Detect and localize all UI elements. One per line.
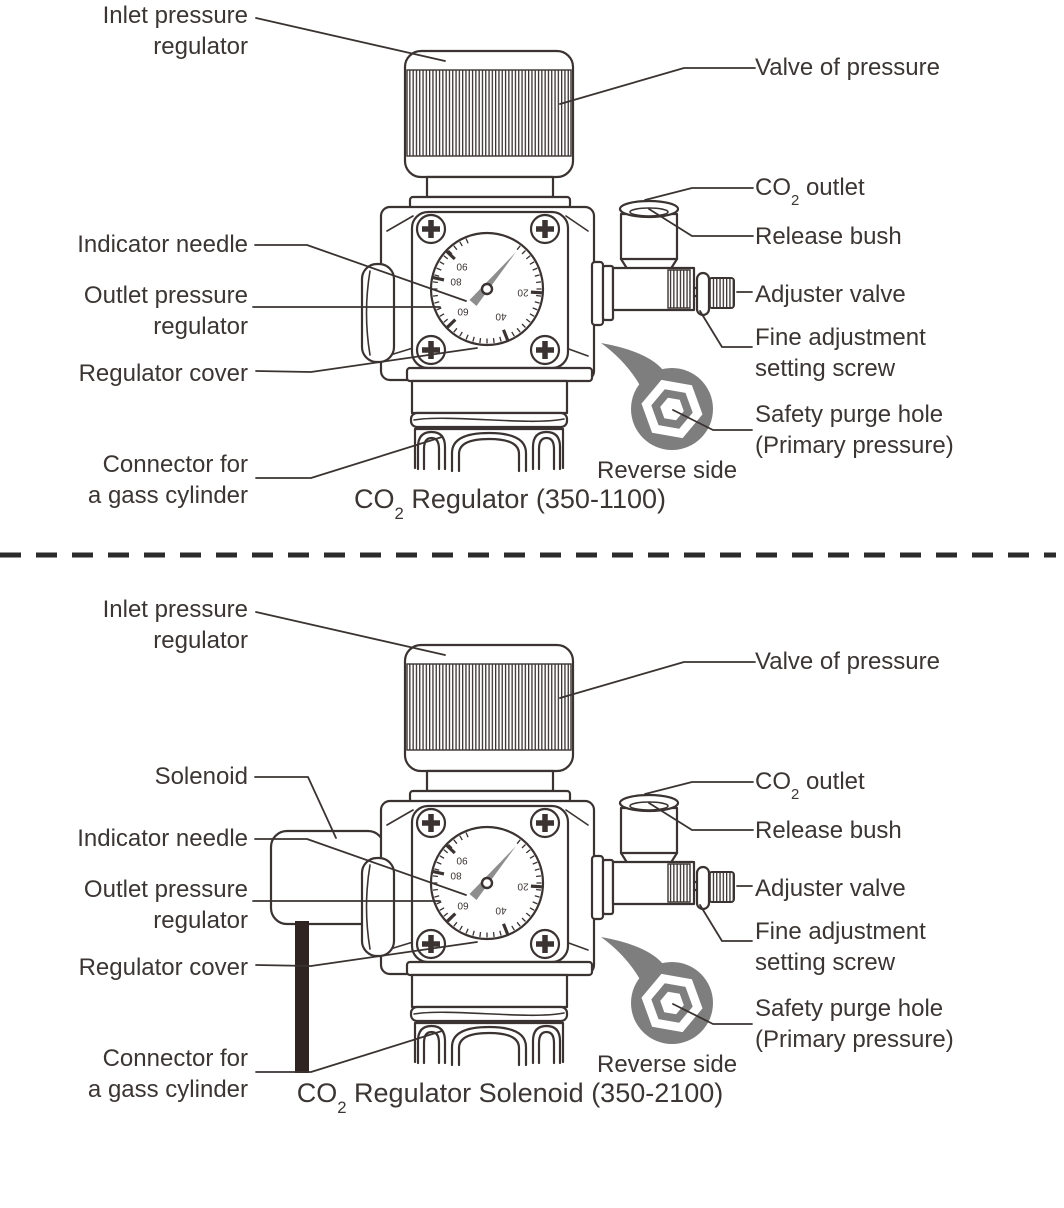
label-release-bush: Release bush bbox=[755, 817, 902, 844]
dial-label: 20 bbox=[517, 881, 529, 892]
label-connector-gas-cylinder: Connector for a gass cylinder bbox=[0, 449, 248, 511]
label-line: regulator bbox=[153, 907, 248, 934]
label-indicator-needle: Indicator needle bbox=[77, 231, 248, 258]
co2-rest: outlet bbox=[799, 174, 865, 201]
dial-label: 20 bbox=[517, 287, 529, 298]
dial-label: 90 bbox=[456, 855, 468, 866]
label-outlet-pressure-regulator: Outlet pressure regulator bbox=[0, 874, 248, 936]
regulator-top-device bbox=[253, 18, 755, 478]
label-line: regulator bbox=[153, 313, 248, 340]
label-line: Safety purge hole bbox=[755, 401, 944, 428]
label-line: regulator bbox=[153, 627, 248, 654]
label-adjuster-valve: Adjuster valve bbox=[755, 875, 906, 902]
label-line: (Primary pressure) bbox=[755, 432, 954, 459]
solenoid-cable bbox=[295, 921, 309, 1073]
label-adjuster-valve: Adjuster valve bbox=[755, 281, 906, 308]
label-line: Fine adjustment bbox=[755, 918, 926, 945]
co2-subscript: 2 bbox=[791, 786, 800, 803]
label-line: regulator bbox=[153, 33, 248, 60]
label-line: Connector for bbox=[102, 1045, 248, 1072]
label-line: Outlet pressure bbox=[83, 282, 248, 309]
diagram-title-bottom: CO2 Regulator Solenoid (350-2100) bbox=[254, 1078, 766, 1115]
label-connector-gas-cylinder: Connector for a gass cylinder bbox=[0, 1043, 248, 1105]
label-line: Inlet pressure bbox=[102, 596, 248, 623]
diagram-title-top: CO2 Regulator (350-1100) bbox=[254, 484, 766, 521]
label-line: Connector for bbox=[102, 451, 248, 478]
label-co2-outlet: CO2 outlet bbox=[755, 172, 865, 208]
label-line: a gass cylinder bbox=[87, 1076, 248, 1103]
label-inlet-pressure-regulator: Inlet pressure regulator bbox=[0, 0, 248, 62]
label-line: Safety purge hole bbox=[755, 995, 944, 1022]
label-line: Inlet pressure bbox=[102, 2, 248, 29]
title-subscript: 2 bbox=[337, 1097, 347, 1117]
label-inlet-pressure-regulator: Inlet pressure regulator bbox=[0, 594, 248, 656]
title-base: CO bbox=[354, 484, 395, 514]
label-indicator-needle: Indicator needle bbox=[77, 825, 248, 852]
co2-subscript: 2 bbox=[791, 192, 800, 209]
dial-label: 60 bbox=[457, 900, 469, 911]
gauge-dial-labels-top: 90 80 60 40 20 bbox=[450, 261, 529, 322]
label-line: setting screw bbox=[755, 355, 896, 382]
label-safety-purge-hole: Safety purge hole (Primary pressure) bbox=[755, 399, 954, 461]
co2-base: CO bbox=[755, 768, 791, 795]
leader-solenoid bbox=[254, 776, 337, 839]
title-base: CO bbox=[296, 1078, 338, 1108]
label-line: setting screw bbox=[755, 949, 896, 976]
gauge-dial-labels-bottom: 90 80 60 40 20 bbox=[450, 855, 529, 916]
label-line: (Primary pressure) bbox=[755, 1026, 954, 1053]
dial-label: 40 bbox=[495, 905, 507, 916]
label-outlet-pressure-regulator: Outlet pressure regulator bbox=[0, 280, 248, 342]
label-co2-outlet: CO2 outlet bbox=[755, 766, 865, 802]
label-reverse-side: Reverse side bbox=[597, 457, 738, 484]
label-line: Outlet pressure bbox=[83, 876, 248, 903]
co2-base: CO bbox=[755, 174, 791, 201]
label-reverse-side: Reverse side bbox=[597, 1051, 738, 1078]
label-fine-adjustment: Fine adjustment setting screw bbox=[755, 322, 926, 384]
label-fine-adjustment: Fine adjustment setting screw bbox=[755, 916, 926, 978]
label-solenoid: Solenoid bbox=[154, 763, 248, 790]
dial-label: 80 bbox=[450, 870, 462, 881]
co2-rest: outlet bbox=[799, 768, 865, 795]
title-rest: Regulator Solenoid (350-2100) bbox=[346, 1078, 724, 1108]
label-regulator-cover: Regulator cover bbox=[78, 954, 248, 981]
label-valve-of-pressure: Valve of pressure bbox=[755, 54, 940, 81]
label-release-bush: Release bush bbox=[755, 223, 902, 250]
dial-label: 80 bbox=[450, 276, 462, 287]
dial-label: 40 bbox=[495, 311, 507, 322]
title-subscript: 2 bbox=[394, 503, 404, 523]
label-line: a gass cylinder bbox=[87, 482, 248, 509]
label-line: Fine adjustment bbox=[755, 324, 926, 351]
dial-label: 60 bbox=[457, 306, 469, 317]
label-safety-purge-hole: Safety purge hole (Primary pressure) bbox=[755, 993, 954, 1055]
label-regulator-cover: Regulator cover bbox=[78, 360, 248, 387]
dial-label: 90 bbox=[456, 261, 468, 272]
title-rest: Regulator (350-1100) bbox=[403, 484, 666, 514]
label-valve-of-pressure: Valve of pressure bbox=[755, 648, 940, 675]
